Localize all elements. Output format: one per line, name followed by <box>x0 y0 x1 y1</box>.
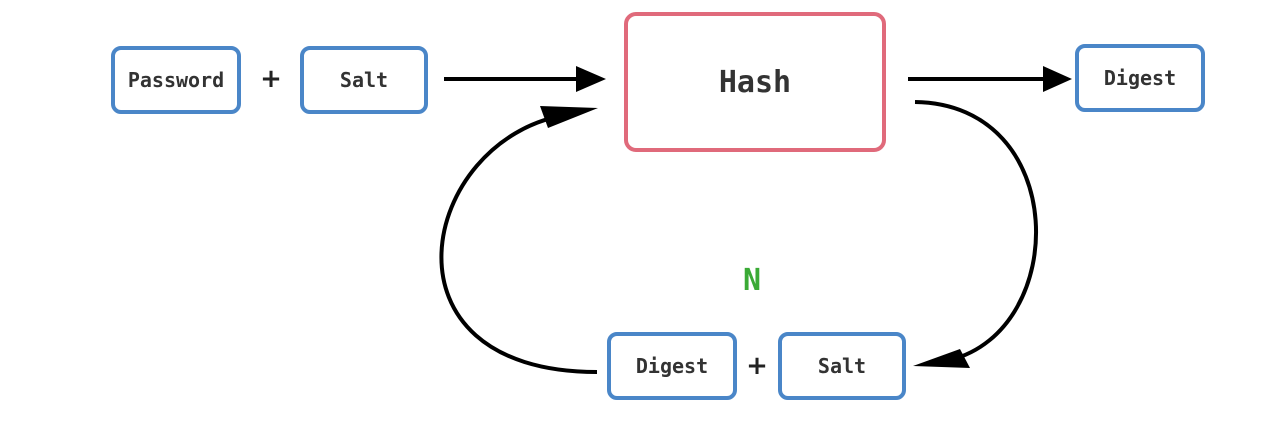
loop-salt-label: Salt <box>817 354 867 378</box>
loop-to-hash-arrow <box>439 106 598 374</box>
hash-label: Hash <box>718 64 792 100</box>
loop-salt-box: Salt <box>778 332 906 400</box>
password-box: Password <box>111 46 241 114</box>
salt-label: Salt <box>339 68 389 92</box>
top-plus-sign: + <box>260 64 282 94</box>
loop-digest-label: Digest <box>635 354 709 378</box>
iterations-label: N <box>742 263 762 298</box>
digest-output-label: Digest <box>1103 66 1177 90</box>
loop-digest-box: Digest <box>607 332 737 400</box>
password-label: Password <box>127 68 225 92</box>
digest-output-box: Digest <box>1075 44 1205 112</box>
hash-to-digest-arrow <box>908 66 1072 92</box>
input-to-hash-arrow <box>444 66 606 92</box>
salt-box: Salt <box>300 46 428 114</box>
hash-box: Hash <box>624 12 886 152</box>
hash-to-loop-arrow <box>913 100 1039 368</box>
loop-plus-sign: + <box>746 351 768 381</box>
